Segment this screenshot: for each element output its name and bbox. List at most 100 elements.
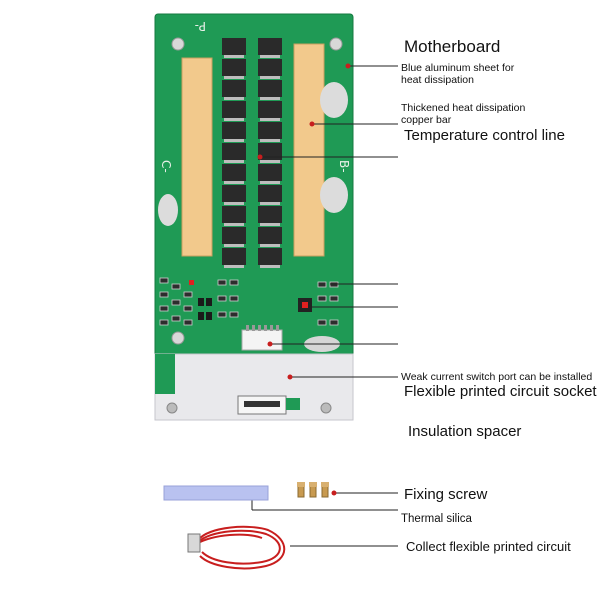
label-fpc-socket: Flexible printed circuit socket [404,383,597,400]
smd-components [159,277,339,326]
copper-bar-left [181,57,213,257]
mosfet-icon [258,206,282,223]
mosfet-pin [260,265,280,268]
callout-lines [251,65,398,547]
smd-part-icon [217,311,227,318]
label-weak-current: Weak current switch port can be installe… [401,371,593,383]
mosfet-icon [222,185,246,202]
red-indicator-icon [302,302,308,308]
mosfet-pin [260,55,280,58]
label-temp-line: Temperature control line [404,127,565,144]
smd-part-icon [229,311,239,318]
mosfet-icon [222,248,246,265]
mosfet-icon [258,248,282,265]
label-motherboard: Motherboard [404,37,501,56]
mosfet-pin [224,55,244,58]
pad-icon [320,82,348,118]
smd-part-icon [229,279,239,286]
callout-dots [257,63,351,496]
mosfet-pin [224,181,244,184]
smd-part-icon [317,281,327,288]
mosfet-icon [258,101,282,118]
smd-part-icon [229,295,239,302]
label-insulation: Insulation spacer [408,423,522,440]
mosfet-pin [224,265,244,268]
mosfet-pin [224,244,244,247]
mosfet-pin [260,76,280,79]
smd-part-icon [329,295,339,302]
mosfet-icon [258,227,282,244]
transistor-icon [206,298,212,306]
mosfet-icon [258,122,282,139]
smd-part-icon [217,279,227,286]
spacer-hole-icon [320,402,332,414]
mosfet-icon [222,206,246,223]
smd-part-icon [159,319,169,326]
spacer-hole-icon [166,402,178,414]
smd-part-icon [329,319,339,326]
transistor-icon [206,312,212,320]
fpc-socket-slot [244,401,280,407]
connector-pins [246,325,279,331]
mosfet-pin [224,139,244,142]
smd-part-icon [317,295,327,302]
mosfet-icon [258,38,282,55]
mosfet-icon [258,143,282,160]
wire-connector-icon [187,533,201,553]
connector-icon [241,329,283,351]
collect-fpc-wire [195,525,286,570]
smd-part-icon [183,291,193,298]
mosfet-pin [224,97,244,100]
smd-part-icon [183,305,193,312]
mosfet-icon [222,164,246,181]
pad-icon [320,177,348,213]
green-strip [155,354,175,394]
smd-part-icon [171,315,181,322]
label-blue-sheet-line2: heat dissipation [401,74,474,86]
smd-part-icon [159,305,169,312]
transistor-icon [198,312,204,320]
mosfet-pin [260,181,280,184]
copper-bar-right [293,43,325,257]
mosfet-pin [260,244,280,247]
mosfet-pin [260,202,280,205]
smd-part-icon [159,291,169,298]
mosfet-pin [224,118,244,121]
mosfet-icon [258,185,282,202]
label-thermal-silica: Thermal silica [401,513,472,525]
mosfet-array [222,38,282,268]
mosfet-icon [222,122,246,139]
mosfet-pin [224,223,244,226]
transistor-icon [198,298,204,306]
smd-part-icon [159,277,169,284]
mosfet-pin [224,76,244,79]
mosfet-icon [258,164,282,181]
mosfet-icon [222,59,246,76]
c-minus-mark: C- [159,160,173,173]
mosfet-icon [222,38,246,55]
mosfet-pin [224,202,244,205]
mosfet-icon [258,80,282,97]
red-indicator-icon [189,280,194,285]
mosfet-pin [260,139,280,142]
mosfet-pin [260,97,280,100]
mosfet-icon [258,59,282,76]
mount-hole-icon [329,37,343,51]
smd-part-icon [317,319,327,326]
mosfet-pin [260,118,280,121]
label-copper-line2: copper bar [401,114,452,126]
mosfet-pin [224,160,244,163]
smd-part-icon [217,295,227,302]
thermal-silica-pad [163,485,269,501]
fixing-screws [297,482,329,498]
label-fixing-screw: Fixing screw [404,486,488,503]
label-collect-fpc: Collect flexible printed circuit [406,539,571,554]
label-blue-sheet-line1: Blue aluminum sheet for [401,62,515,74]
mosfet-pin [260,223,280,226]
smd-part-icon [183,319,193,326]
mosfet-icon [222,80,246,97]
mosfet-pin [260,160,280,163]
smd-part-icon [171,283,181,290]
mosfet-icon [222,143,246,160]
